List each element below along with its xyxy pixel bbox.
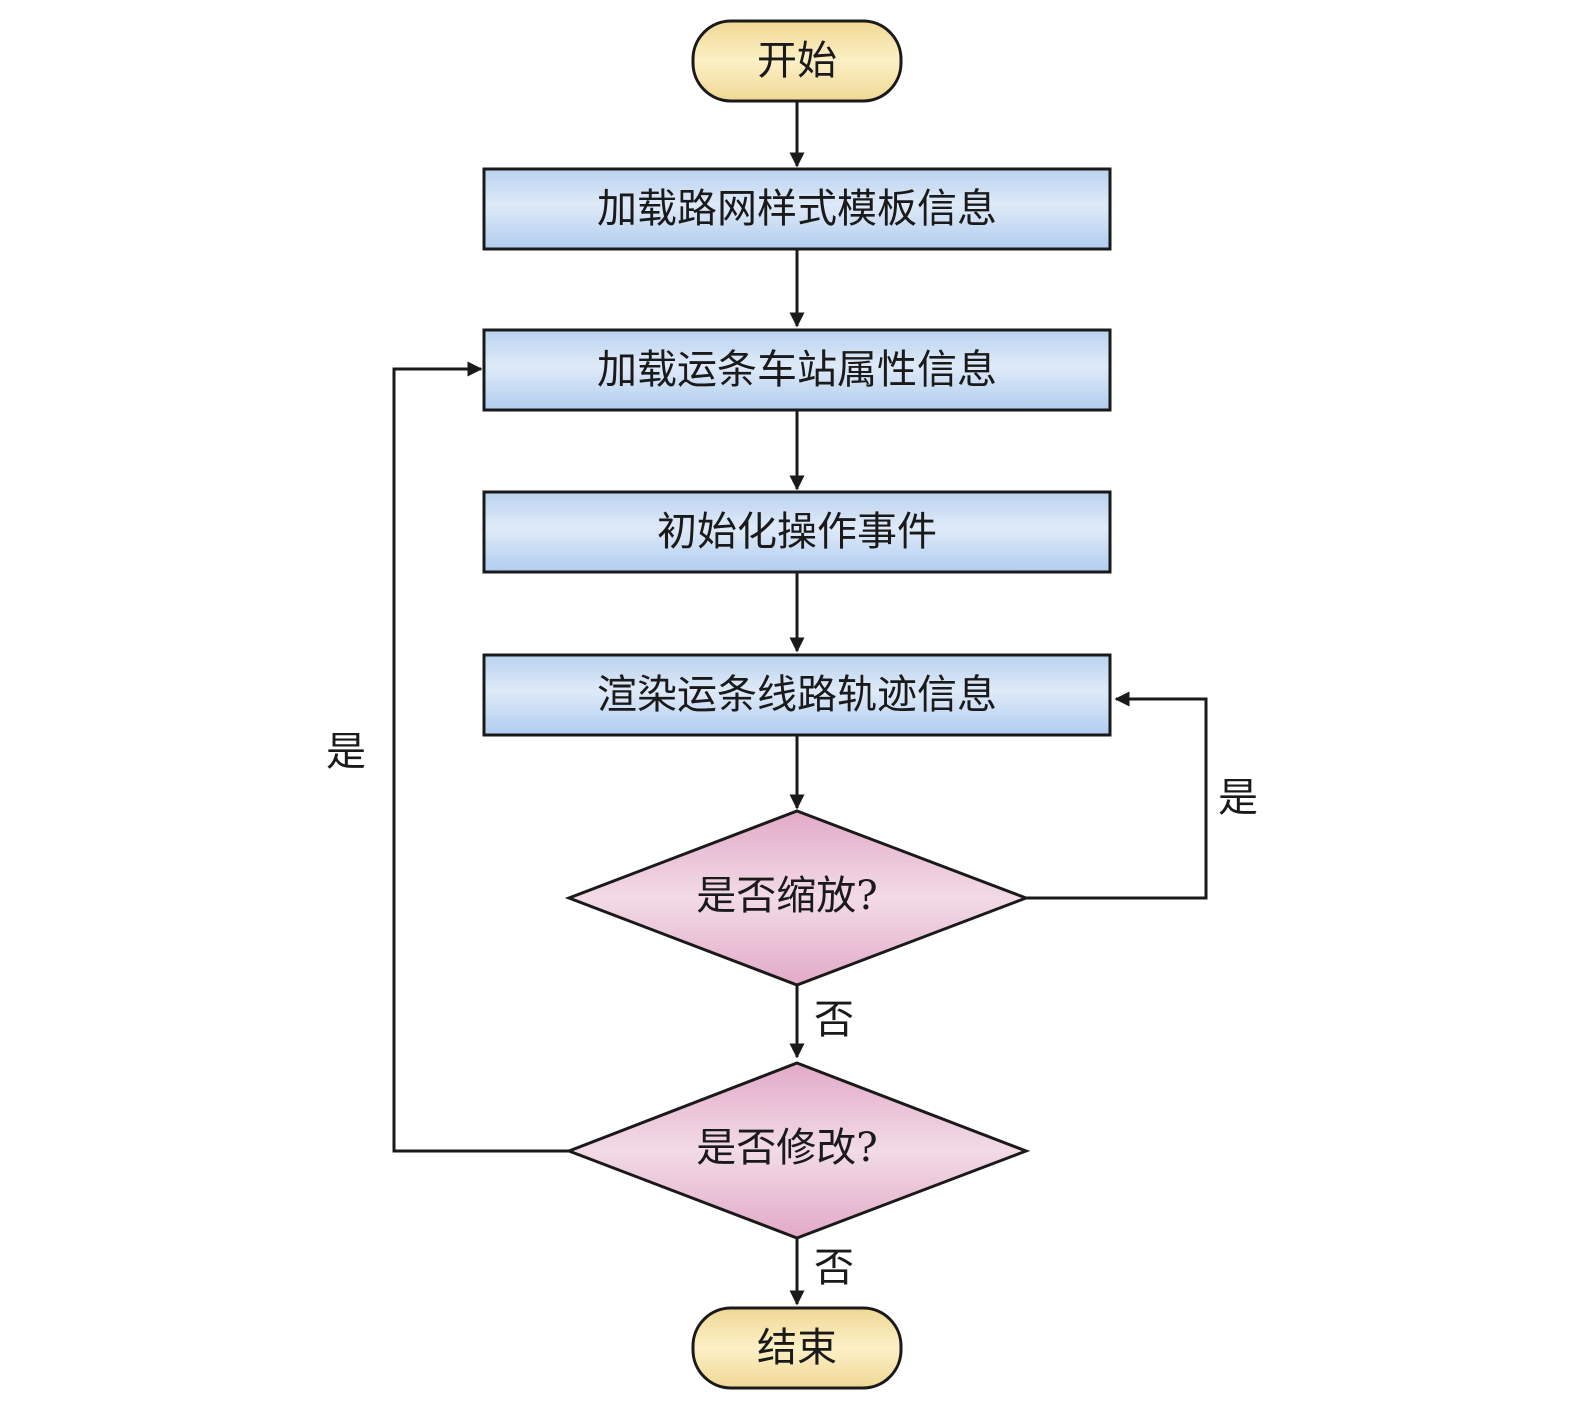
edge-is-zoom-yes-loop — [1026, 691, 1208, 900]
edge-is-modify-yes-loop — [392, 361, 569, 1153]
load-template-label: 加载路网样式模板信息 — [597, 186, 997, 232]
edge-label-zoom-no: 否 — [814, 997, 854, 1043]
end-node: 结束 — [691, 1306, 903, 1390]
init-events-label: 初始化操作事件 — [657, 509, 937, 555]
edge-label-modify-yes: 是 — [326, 729, 366, 775]
start-node: 开始 — [691, 19, 903, 103]
load-station-label: 加载运条车站属性信息 — [597, 347, 997, 393]
render-track-node: 渲染运条线路轨迹信息 — [482, 653, 1112, 737]
end-label: 结束 — [757, 1325, 837, 1371]
is-modify-decision: 是否修改? — [564, 1061, 1031, 1240]
start-label: 开始 — [757, 38, 837, 84]
load-template-node: 加载路网样式模板信息 — [482, 167, 1112, 251]
load-station-node: 加载运条车站属性信息 — [482, 328, 1112, 412]
is-zoom-label: 是否缩放? — [696, 873, 877, 919]
is-modify-label: 是否修改? — [696, 1125, 877, 1171]
init-events-node: 初始化操作事件 — [482, 490, 1112, 574]
edge-label-modify-no: 否 — [814, 1245, 854, 1291]
is-zoom-decision: 是否缩放? — [564, 809, 1031, 987]
edge-label-zoom-yes: 是 — [1218, 775, 1258, 821]
render-track-label: 渲染运条线路轨迹信息 — [597, 672, 997, 718]
